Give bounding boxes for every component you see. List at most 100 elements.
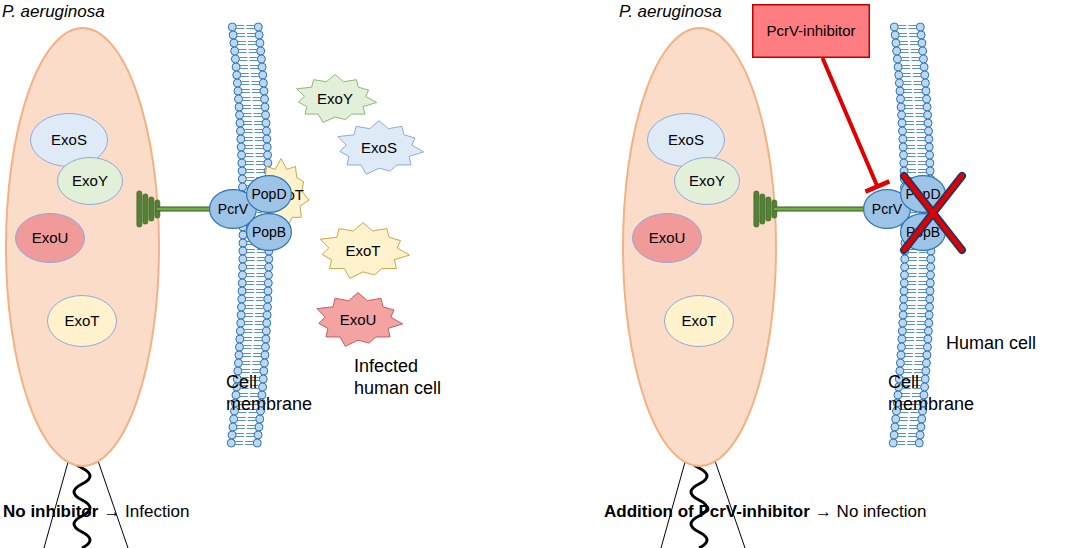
lipid-tail — [247, 249, 255, 250]
lipid-tail — [247, 33, 255, 34]
secreted-effector-shape — [338, 121, 424, 175]
lipid-head — [259, 79, 267, 87]
lipid-head — [236, 335, 244, 343]
lipid-tail — [918, 161, 926, 162]
lipid-tail — [918, 292, 926, 293]
lipid-head — [264, 151, 272, 159]
lipid-tail — [917, 316, 925, 317]
lipid-head — [263, 135, 271, 143]
lipid-tail — [899, 36, 907, 37]
organism-name: P. aeruginosa — [2, 2, 105, 22]
lipid-tail — [248, 417, 256, 418]
lipid-head — [229, 31, 237, 39]
lipid-tail — [915, 348, 923, 349]
lipid-tail — [246, 161, 254, 162]
translocon-protein: PopD — [900, 175, 946, 213]
lipid-tail — [907, 305, 915, 306]
lipid-tail — [908, 289, 916, 290]
lipid-head — [924, 127, 932, 135]
lipid-tail — [237, 36, 245, 37]
lipid-tail — [246, 281, 254, 282]
lipid-head — [922, 359, 930, 367]
node-label: ExoS — [361, 139, 397, 156]
lipid-head — [900, 295, 908, 303]
lipid-tail — [256, 292, 264, 293]
lipid-tail — [908, 25, 916, 26]
lipid-tail — [918, 284, 926, 285]
lipid-head — [924, 335, 932, 343]
lipid-head — [900, 151, 908, 159]
lipid-tail — [254, 116, 262, 117]
lipid-tail — [245, 148, 253, 149]
lipid-tail — [916, 132, 924, 133]
lipid-tail — [249, 52, 257, 53]
lipid-tail — [918, 172, 926, 173]
lipid-tail — [241, 76, 249, 77]
lipid-tail — [255, 308, 263, 309]
lipid-tail — [256, 297, 264, 298]
partly-hidden-effector-shape — [255, 159, 309, 230]
region-label: Infected human cell — [354, 356, 464, 399]
lipid-head — [916, 431, 924, 439]
lipid-head — [265, 255, 273, 263]
lipid-tail — [245, 321, 253, 322]
lipid-head — [263, 303, 271, 311]
lipid-tail — [246, 300, 254, 301]
lipid-tail — [244, 340, 252, 341]
lipid-head — [230, 415, 238, 423]
lipid-tail — [238, 420, 246, 421]
lipid-tail — [906, 329, 914, 330]
lipid-head — [259, 383, 267, 391]
lipid-tail — [254, 124, 262, 125]
lipid-head — [257, 47, 265, 55]
lipid-tail — [900, 420, 908, 421]
lipid-tail — [911, 60, 919, 61]
inhibition-bar — [865, 181, 889, 191]
lipid-tail — [253, 356, 261, 357]
node-label: ExoY — [689, 172, 725, 189]
lipid-head — [262, 335, 270, 343]
lipid-tail — [909, 33, 917, 34]
lipid-tail — [248, 420, 256, 421]
node-label: PopB — [252, 224, 286, 240]
lipid-tail — [904, 361, 912, 362]
lipid-head — [924, 119, 932, 127]
lipid-head — [927, 263, 935, 271]
lipid-head — [893, 55, 901, 63]
lipid-tail — [916, 340, 924, 341]
lipid-tail — [903, 76, 911, 77]
lipid-tail — [251, 76, 259, 77]
lipid-head — [921, 71, 929, 79]
lipid-head — [918, 39, 926, 47]
lipid-head — [925, 135, 933, 143]
lipid-tail — [909, 36, 917, 37]
lipid-tail — [918, 273, 926, 274]
lipid-head — [260, 367, 268, 375]
lipid-tail — [256, 289, 264, 290]
lipid-tail — [252, 92, 260, 93]
lipid-head — [233, 79, 241, 87]
lipid-head — [262, 127, 270, 135]
lipid-tail — [248, 44, 256, 45]
lipid-tail — [917, 145, 925, 146]
lipid-head — [898, 335, 906, 343]
lipid-tail — [907, 324, 915, 325]
lipid-tail — [916, 329, 924, 330]
lipid-tail — [253, 105, 261, 106]
lipid-head — [899, 311, 907, 319]
lipid-tail — [908, 273, 916, 274]
lipid-tail — [918, 164, 926, 165]
lipid-head — [261, 103, 269, 111]
lipid-tail — [256, 284, 264, 285]
lipid-head — [922, 367, 930, 375]
lipid-tail — [255, 140, 263, 141]
node-label: ExoU — [340, 311, 377, 328]
lipid-tail — [241, 81, 249, 82]
lipid-head — [259, 375, 267, 383]
needle-base — [149, 197, 154, 221]
lipid-tail — [252, 361, 260, 362]
lipid-tail — [899, 428, 907, 429]
lipid-tail — [257, 265, 265, 266]
